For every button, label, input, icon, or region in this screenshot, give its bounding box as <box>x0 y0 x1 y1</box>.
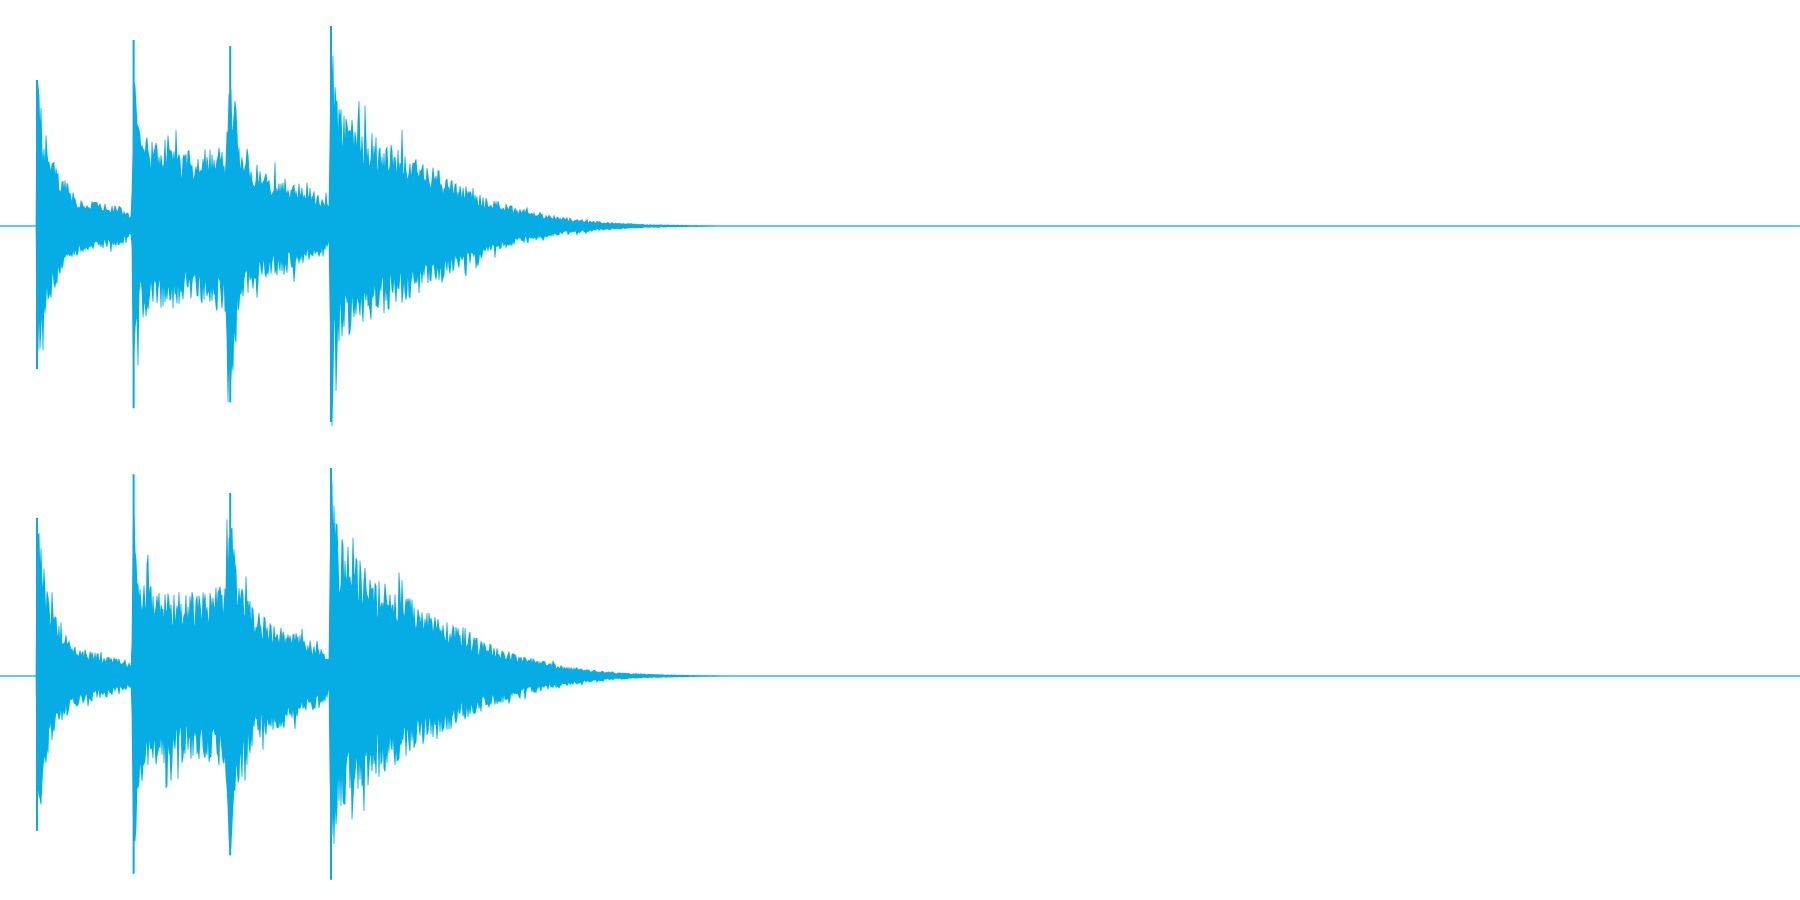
channel-1-body <box>35 50 729 427</box>
channel-2-waveform <box>0 468 1800 880</box>
channel-1-waveform <box>0 26 1800 427</box>
channel-2-body <box>35 482 733 855</box>
